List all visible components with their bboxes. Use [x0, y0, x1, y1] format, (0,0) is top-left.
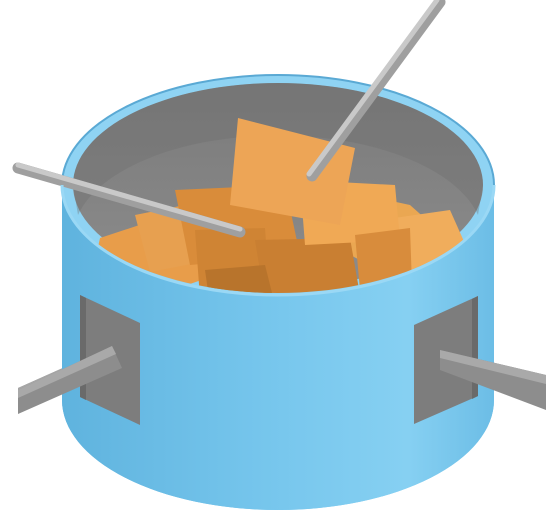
figure	[0, 0, 546, 519]
